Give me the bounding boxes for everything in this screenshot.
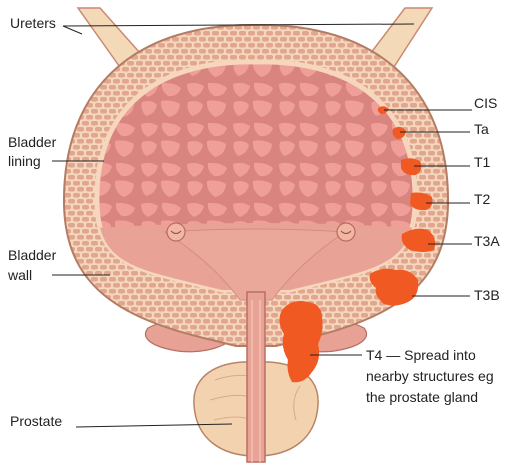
- label-bladder-wall-line1: Bladder: [8, 247, 57, 263]
- label-ureters: Ureters: [10, 15, 56, 31]
- leader-ureters: [63, 26, 82, 34]
- label-t3b: T3B: [474, 287, 500, 303]
- label-t3a: T3A: [474, 233, 500, 249]
- bladder-lining: [95, 62, 417, 300]
- label-bladder-lining-line2: lining: [8, 153, 41, 169]
- label-cis: CIS: [474, 95, 497, 111]
- label-t4-line3: the prostate gland: [366, 389, 478, 405]
- label-t4-line2: nearby structures eg: [366, 368, 494, 384]
- label-prostate: Prostate: [10, 413, 62, 429]
- label-ta: Ta: [474, 121, 489, 137]
- label-t2: T2: [474, 191, 491, 207]
- label-bladder-lining-line1: Bladder: [8, 134, 57, 150]
- label-t4-line1: T4 — Spread into: [366, 347, 476, 363]
- label-bladder-wall-line2: wall: [7, 267, 32, 283]
- urethra: [247, 292, 265, 462]
- label-t1: T1: [474, 154, 491, 170]
- tumor-t2: [410, 193, 432, 211]
